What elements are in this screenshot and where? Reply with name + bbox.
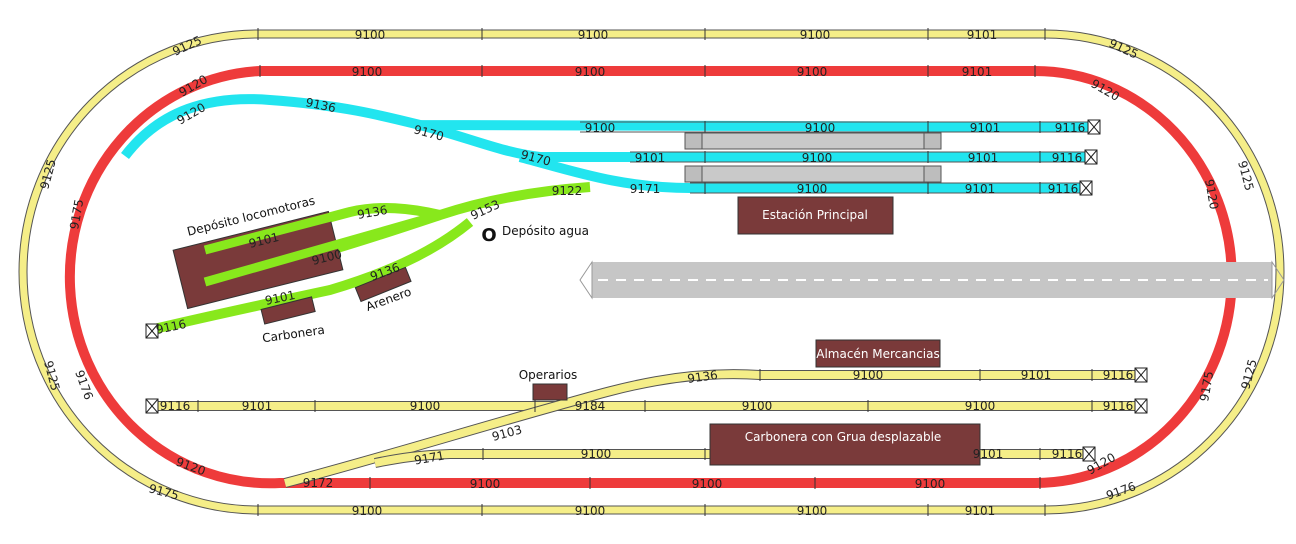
svg-text:9100: 9100: [352, 65, 383, 79]
svg-text:9175: 9175: [147, 481, 180, 502]
svg-text:9100: 9100: [578, 28, 609, 42]
svg-text:9120: 9120: [1202, 178, 1221, 211]
yellow-lower-tracks: [148, 369, 1145, 488]
svg-text:9100: 9100: [805, 121, 836, 135]
svg-text:9116: 9116: [1048, 182, 1079, 196]
label-estacion: Estación Principal: [762, 208, 868, 222]
svg-text:9136: 9136: [686, 368, 718, 386]
svg-text:9125: 9125: [1107, 36, 1141, 62]
svg-text:9101: 9101: [970, 121, 1001, 135]
svg-text:9100: 9100: [581, 447, 612, 461]
svg-text:9100: 9100: [742, 399, 773, 413]
cyan-track-borders: [580, 121, 1095, 194]
label-carbonera-grua: Carbonera con Grua desplazable: [745, 430, 942, 444]
green-depot-tracks: [203, 207, 442, 287]
svg-text:9175: 9175: [1197, 370, 1216, 403]
svg-text:9136: 9136: [356, 203, 389, 222]
svg-text:9116: 9116: [1052, 151, 1083, 165]
svg-text:9100: 9100: [470, 477, 501, 491]
svg-text:9125: 9125: [37, 158, 58, 191]
svg-text:9136: 9136: [304, 95, 337, 115]
label-carbonera: Carbonera: [261, 323, 325, 346]
track-piece-labels: 9100 9100 9100 9101 9100 9100 9100 9101 …: [37, 28, 1259, 518]
svg-text:9101: 9101: [242, 399, 273, 413]
label-operarios: Operarios: [519, 368, 578, 382]
svg-text:9100: 9100: [800, 28, 831, 42]
water-tower-icon: O: [481, 225, 496, 246]
svg-text:9100: 9100: [853, 368, 884, 382]
svg-text:9100: 9100: [352, 504, 383, 518]
building-carbonera-grua: [709, 423, 981, 466]
svg-text:9116: 9116: [1103, 399, 1134, 413]
svg-text:9171: 9171: [413, 449, 446, 468]
svg-text:9101: 9101: [635, 151, 666, 165]
svg-text:9100: 9100: [965, 399, 996, 413]
svg-text:9116: 9116: [160, 399, 191, 413]
label-almacen: Almacén Mercancias: [816, 347, 940, 361]
svg-text:9101: 9101: [962, 65, 993, 79]
svg-text:9125: 9125: [170, 33, 204, 59]
station-platforms: [684, 132, 942, 183]
svg-text:9101: 9101: [965, 182, 996, 196]
svg-text:9100: 9100: [575, 65, 606, 79]
building-almacen: [815, 339, 941, 368]
building-arenero: [354, 266, 412, 303]
svg-text:9100: 9100: [575, 504, 606, 518]
svg-text:9122: 9122: [552, 184, 583, 198]
svg-text:9175: 9175: [67, 198, 86, 231]
svg-text:9171: 9171: [630, 182, 661, 196]
svg-text:9100: 9100: [585, 121, 616, 135]
svg-text:9100: 9100: [915, 477, 946, 491]
svg-text:9100: 9100: [797, 182, 828, 196]
svg-text:9101: 9101: [967, 28, 998, 42]
svg-text:9101: 9101: [965, 504, 996, 518]
building-estacion: [737, 196, 894, 235]
svg-text:9100: 9100: [692, 477, 723, 491]
svg-text:9116: 9116: [1052, 447, 1083, 461]
building-operarios: [532, 383, 568, 401]
svg-text:9100: 9100: [355, 28, 386, 42]
svg-text:9101: 9101: [264, 288, 297, 308]
svg-text:9100: 9100: [802, 151, 833, 165]
segment-ticks: [197, 28, 1093, 516]
svg-text:9101: 9101: [968, 151, 999, 165]
svg-text:9116: 9116: [1103, 368, 1134, 382]
svg-text:9120: 9120: [174, 455, 207, 479]
svg-text:9172: 9172: [303, 476, 334, 490]
svg-text:9100: 9100: [797, 504, 828, 518]
svg-text:9184: 9184: [575, 399, 606, 413]
svg-text:9101: 9101: [973, 447, 1004, 461]
label-deposito-agua: Depósito agua: [502, 224, 589, 238]
buffer-stops: [145, 119, 1148, 462]
cyan-tracks: [121, 94, 1096, 193]
svg-text:9100: 9100: [797, 65, 828, 79]
svg-text:9116: 9116: [1055, 121, 1086, 135]
svg-text:9120: 9120: [177, 72, 210, 99]
svg-text:9100: 9100: [410, 399, 441, 413]
road: [579, 260, 1285, 300]
svg-text:9116: 9116: [155, 317, 188, 337]
red-loop-track: [64, 66, 1237, 489]
svg-text:9101: 9101: [1021, 368, 1052, 382]
building-carbonera: [260, 296, 316, 325]
